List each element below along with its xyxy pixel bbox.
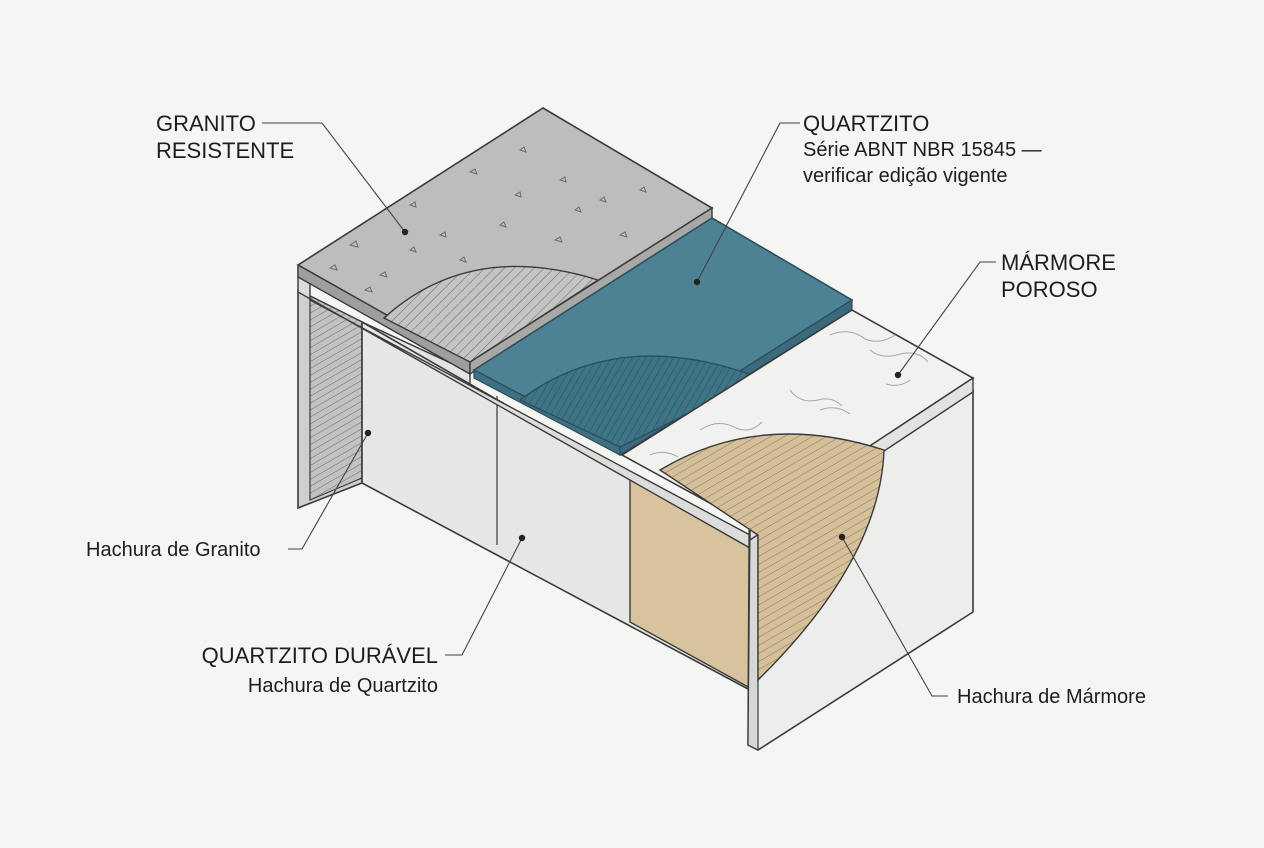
marmore-label-line1: MÁRMORE <box>1001 250 1116 275</box>
granito-label: GRANITO RESISTENTE <box>156 110 294 164</box>
granite-slab <box>296 107 714 376</box>
quartzito-label: QUARTZITO Série ABNT NBR 15845 — verific… <box>803 110 1042 189</box>
quartzite-slab <box>472 217 854 457</box>
marble-slab <box>620 309 975 682</box>
quartzito-duravel-label: QUARTZITO DURÁVEL Hachura de Quartzito <box>200 642 450 699</box>
quartzito-note-line1: Série ABNT NBR 15845 — <box>803 139 1042 161</box>
granito-label-line1: GRANITO <box>156 111 256 136</box>
hachura-quartzito-caption: Hachura de Quartzito <box>247 675 438 697</box>
leader-dots <box>364 228 902 542</box>
quartzito-note-line2: verificar edição vigente <box>803 165 1008 187</box>
quartzito-title: QUARTZITO <box>803 111 930 136</box>
hachura-marmore-label: Hachura de Mármore <box>957 686 1146 708</box>
leader-lines <box>262 122 996 697</box>
hachura-granito-label: Hachura de Granito <box>86 539 261 561</box>
quartzito-duravel-title: QUARTZITO DURÁVEL <box>201 643 438 668</box>
granito-label-line2: RESISTENTE <box>156 138 295 163</box>
marmore-label: MÁRMORE POROSO <box>1001 249 1116 303</box>
marmore-label-line2: POROSO <box>1001 277 1098 302</box>
